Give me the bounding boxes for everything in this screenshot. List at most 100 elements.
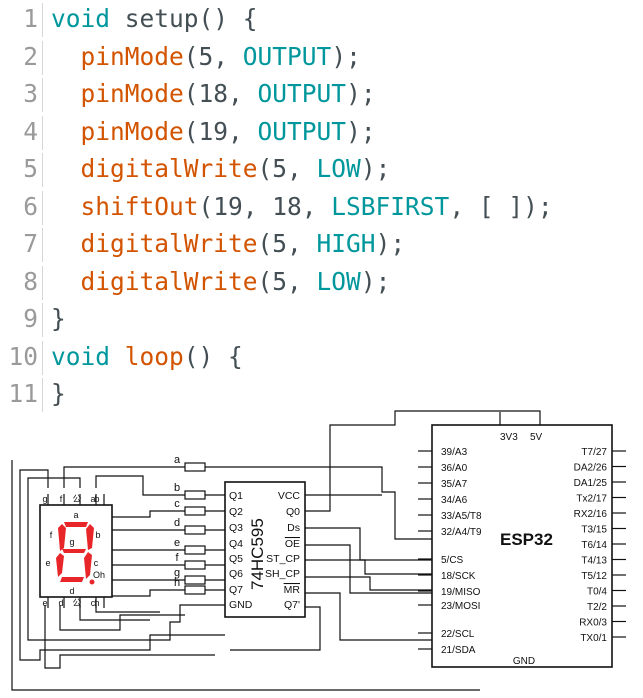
- sr-left-pin: Q5: [229, 553, 243, 565]
- code-line: 2 pinMode(5, OUTPUT);: [0, 38, 361, 76]
- code-token: }: [51, 379, 66, 408]
- gutter-divider: [42, 340, 51, 375]
- code-token: void: [51, 4, 111, 33]
- code-token: LSBFIRST: [331, 191, 450, 221]
- gutter-divider: [42, 378, 51, 412]
- esp32-right-pin: T7/27: [581, 447, 607, 458]
- esp32-top-pin: 5V: [530, 432, 543, 443]
- segment-label: f: [50, 530, 53, 540]
- sr-right-pin: Q0: [286, 506, 300, 518]
- code-line: 5 digitalWrite(5, LOW);: [0, 150, 390, 188]
- sr-left-pin: Q7: [229, 584, 243, 596]
- sr-right-pin: MR: [284, 584, 301, 596]
- code-line: 1 void setup() {: [0, 0, 258, 38]
- esp32-right-pin: RX2/16: [574, 509, 608, 520]
- segment-label: a: [73, 510, 78, 520]
- code-token: setup() {: [110, 4, 258, 33]
- code-token: LOW: [316, 154, 361, 183]
- code-token: [51, 42, 81, 71]
- display-bottom-pin-label: c: [91, 598, 96, 608]
- resistors: [184, 462, 206, 595]
- esp32-left-pin: 35/A7: [441, 479, 468, 490]
- line-number: 11: [8, 379, 38, 408]
- code-token: LOW: [316, 266, 361, 296]
- display-top-pin-label: 公: [72, 494, 81, 504]
- esp32-left-pin: 18/SCK: [441, 571, 476, 582]
- code-token: digitalWrite: [80, 266, 258, 296]
- display-top-pin-label: f: [60, 494, 63, 504]
- code-token: (5,: [183, 41, 243, 71]
- esp32-right-pin: T4/13: [581, 556, 607, 567]
- esp32-pin-stubs: [418, 450, 626, 650]
- sr-right-pin: Q7': [284, 599, 300, 611]
- line-number: 10: [8, 341, 38, 371]
- code-token: pinMode: [80, 79, 184, 108]
- code-token: OUTPUT: [257, 79, 347, 108]
- code-token: HIGH: [316, 229, 376, 258]
- esp32-bottom-pin: GND: [513, 656, 535, 667]
- code-token: pinMode: [80, 41, 184, 71]
- gutter-divider: [42, 265, 51, 300]
- dp-label: Oh: [93, 570, 105, 580]
- esp32-left-pin: 21/SDA: [441, 645, 476, 656]
- esp32-top-pin: 3V3: [500, 432, 518, 443]
- code-token: (5,: [257, 266, 317, 296]
- chip-name: 74HC595: [248, 518, 267, 590]
- display-bottom-pin-label: d: [58, 598, 63, 608]
- line-number: 2: [23, 41, 38, 71]
- code-token: [51, 79, 81, 108]
- wire-label: f: [175, 552, 179, 564]
- display-top-pin-label: a: [90, 494, 95, 504]
- code-token: );: [331, 41, 361, 71]
- sr-right-pin: Ds: [287, 522, 300, 534]
- segment-shapes: [56, 522, 95, 585]
- wire-label: a: [174, 454, 181, 466]
- segment-label: c: [94, 558, 99, 568]
- gutter-divider: [42, 303, 51, 337]
- code-token: );: [360, 154, 391, 183]
- gutter-divider: [42, 190, 51, 225]
- esp32-left-pin: 22/SCL: [441, 629, 475, 640]
- sr-right-pin: ST_CP: [266, 553, 300, 565]
- code-line: 6 shiftOut(19, 18, LSBFIRST, [ ]);: [0, 188, 553, 226]
- code-token: }: [51, 304, 66, 333]
- line-number: 6: [23, 191, 38, 221]
- esp32-right-pin: DA2/26: [574, 463, 608, 474]
- esp32-right-pin: DA1/25: [574, 478, 608, 489]
- line-number: 5: [23, 154, 38, 183]
- esp32-right-pin: T3/15: [581, 525, 607, 536]
- esp32-name: ESP32: [500, 530, 553, 549]
- display-bottom-pin-label: h: [94, 598, 99, 608]
- wire-label: g: [174, 567, 180, 579]
- line-number: 1: [23, 4, 38, 33]
- esp32-right-pin: T2/2: [587, 602, 607, 613]
- code-line: 3 pinMode(18, OUTPUT);: [0, 75, 376, 113]
- code-token: pinMode: [80, 116, 184, 146]
- display-bottom-pin-label: 公: [72, 598, 81, 608]
- wire-label: b: [174, 482, 180, 494]
- segment-label: g: [69, 537, 74, 547]
- code-token: );: [346, 116, 376, 146]
- line-number: 4: [23, 116, 38, 146]
- code-token: OUTPUT: [242, 41, 332, 71]
- wire-label: d: [174, 517, 180, 529]
- esp32-left-pin: 34/A6: [441, 495, 468, 506]
- sr-left-pin: Q4: [229, 538, 243, 550]
- code-line: 9}: [0, 300, 66, 338]
- esp32-right-pin: T6/14: [581, 540, 607, 551]
- esp32-left-pin: 32/A4/T9: [441, 527, 482, 538]
- code-token: OUTPUT: [257, 116, 347, 146]
- code-line: 11}: [0, 375, 66, 413]
- code-token: );: [360, 266, 391, 296]
- line-number: 3: [23, 79, 38, 108]
- sr-right-pin: SH_CP: [265, 568, 300, 580]
- segment-label: d: [69, 586, 74, 596]
- code-token: [51, 192, 81, 221]
- esp32-right-pin: T5/12: [581, 571, 607, 582]
